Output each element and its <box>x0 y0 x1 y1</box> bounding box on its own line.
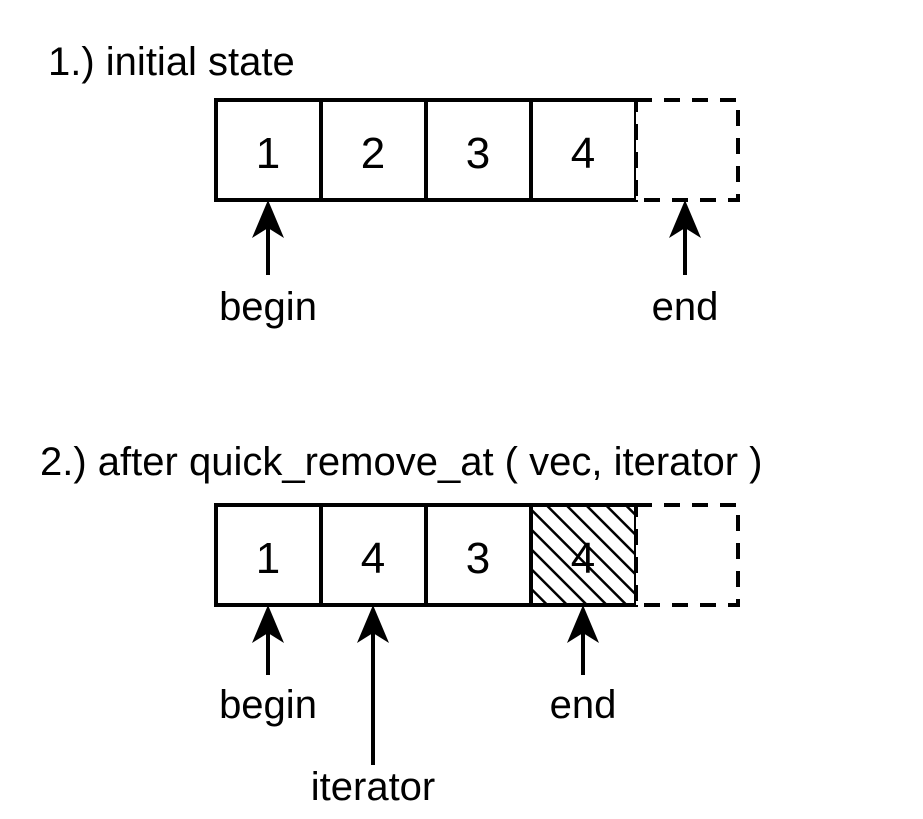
step-2-pointer-begin: begin <box>219 605 317 727</box>
step-1-cells: 1 2 3 4 <box>214 98 740 202</box>
step-2-cell-3-value: 4 <box>571 534 595 583</box>
step-2-cell-2-value: 3 <box>466 534 490 583</box>
step-2-begin-label: begin <box>219 683 317 727</box>
step-1-group: 1.) initial state 1 2 3 4 begin <box>48 40 740 329</box>
step-1-begin-arrow-head <box>252 200 284 238</box>
step-2-pointer-end: end <box>550 605 617 727</box>
step-2-end-arrow-head <box>567 605 599 643</box>
step-2-cell-1-value: 4 <box>361 534 385 583</box>
step-2-begin-arrow-head <box>252 605 284 643</box>
step-2-title: 2.) after quick_remove_at ( vec, iterato… <box>40 440 763 484</box>
step-2-end-label: end <box>550 683 617 727</box>
step-2-cells: 1 4 3 4 <box>214 503 740 607</box>
step-1-cell-0-value: 1 <box>256 129 280 178</box>
step-1-cell-2 <box>424 98 533 202</box>
step-2-cell-4-dashed <box>634 503 740 607</box>
step-1-cell-1-value: 2 <box>361 129 385 178</box>
step-2-pointer-iterator: iterator <box>311 605 436 809</box>
step-1-end-label: end <box>652 285 719 329</box>
step-1-begin-label: begin <box>219 285 317 329</box>
step-1-cell-3-value: 4 <box>571 129 595 178</box>
step-1-cell-2-value: 3 <box>466 129 490 178</box>
step-2-group: 2.) after quick_remove_at ( vec, iterato… <box>40 440 763 809</box>
step-1-cell-1 <box>319 98 428 202</box>
step-1-end-arrow-head <box>669 200 701 238</box>
step-1-pointer-end: end <box>652 200 719 329</box>
step-2-cell-1 <box>319 503 428 607</box>
step-2-iterator-arrow-head <box>357 605 389 643</box>
step-1-pointer-begin: begin <box>219 200 317 329</box>
step-2-cell-0-value: 1 <box>256 534 280 583</box>
step-1-title: 1.) initial state <box>48 40 295 84</box>
step-2-iterator-label: iterator <box>311 765 436 809</box>
step-1-cell-0 <box>214 98 323 202</box>
step-1-cell-4-dashed <box>634 98 740 202</box>
